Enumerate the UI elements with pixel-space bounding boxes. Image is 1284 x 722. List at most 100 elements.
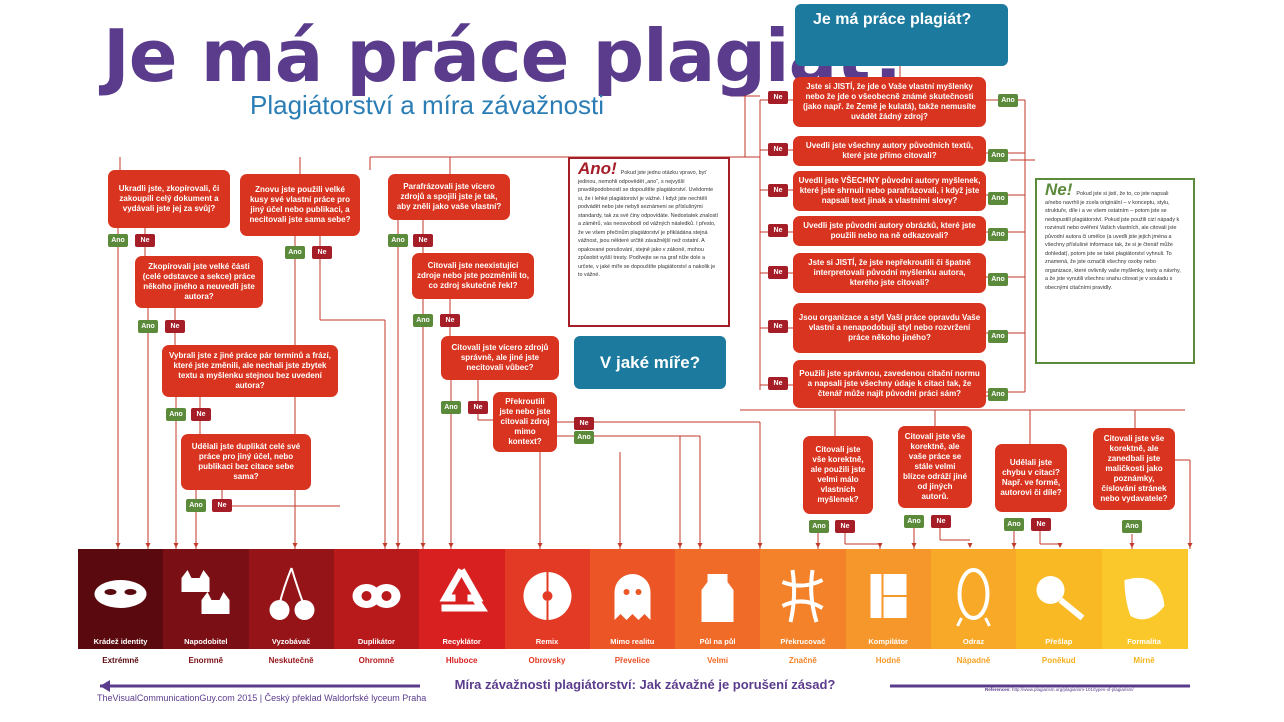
- yes-tag: Ano: [1004, 518, 1024, 531]
- references: References: http://www.plagiarism.org/pl…: [985, 687, 1134, 692]
- question-close-reflection: Citovali jste vše korektně, ale vaše prá…: [898, 426, 972, 508]
- no-tag: Ne: [835, 520, 855, 533]
- severity-level: Převelice: [614, 656, 650, 665]
- severity-level: Hluboce: [445, 656, 478, 665]
- question-citation-error: Udělali jste chybu v citaci? Např. ve fo…: [995, 444, 1067, 512]
- category-name: Mimo realitu: [610, 637, 655, 646]
- question-paraphrase-authors: Uvedli jste VŠECHNY původní autory myšle…: [793, 171, 986, 211]
- severity-level: Obrovsky: [528, 656, 566, 665]
- no-tag: Ne: [413, 234, 433, 247]
- severity-level: Velmi: [707, 656, 729, 665]
- yes-tag: Ano: [388, 234, 408, 247]
- yes-tag: Ano: [441, 401, 461, 414]
- question-phrases: Vybrali jste z jiné práce pár termínů a …: [162, 345, 338, 397]
- yes-tag: Ano: [166, 408, 186, 421]
- ano-panel-heading: Ano!: [578, 159, 617, 178]
- magnifier-icon: [1036, 576, 1085, 621]
- severity-column: [931, 549, 1018, 649]
- no-tag: Ne: [768, 184, 788, 197]
- mirror-icon: [956, 568, 991, 627]
- severity-level: Neskutečně: [268, 656, 314, 665]
- yes-tag: Ano: [988, 149, 1008, 162]
- ano-panel-text: Pokud jste jednu otázku vpravo, byť jedi…: [578, 170, 719, 278]
- question-direct-quotes: Uvedli jste všechny autory původních tex…: [793, 136, 986, 166]
- category-name: Kompilátor: [868, 637, 908, 646]
- no-tag: Ne: [165, 320, 185, 333]
- footer-credit: TheVisualCommunicationGuy.com 2015 | Čes…: [97, 693, 427, 703]
- category-name: Remix: [535, 637, 559, 646]
- ne-panel-heading: Ne!: [1045, 180, 1073, 199]
- no-tag: Ne: [1031, 518, 1051, 531]
- no-tag: Ne: [768, 91, 788, 104]
- no-tag: Ne: [931, 515, 951, 528]
- no-tag: Ne: [191, 408, 211, 421]
- category-name: Překrucovač: [780, 637, 826, 646]
- severity-column: [760, 549, 847, 649]
- ne-panel: Ne!Pokud jste si jistí, že to, co jste n…: [1035, 178, 1195, 364]
- references-url: http://www.plagiarism.org/plagiarism-101…: [1012, 687, 1134, 692]
- ne-panel-text: Pokud jste si jistí, že to, co jste naps…: [1045, 191, 1181, 291]
- category-name: Krádež identity: [93, 637, 148, 646]
- category-name: Přešlap: [1045, 637, 1073, 646]
- mask-icon: [94, 580, 147, 608]
- yes-tag: Ano: [285, 246, 305, 259]
- yes-tag: Ano: [413, 314, 433, 327]
- category-name: Vyzobávač: [271, 637, 311, 646]
- yes-tag: Ano: [1122, 520, 1142, 533]
- severity-column: [419, 549, 506, 649]
- yes-tag: Ano: [108, 234, 128, 247]
- yes-tag: Ano: [988, 273, 1008, 286]
- question-citation-norm: Použili jste správnou, zavedenou citační…: [793, 360, 986, 408]
- severity-level: Mírně: [1133, 656, 1155, 665]
- category-name: Duplikátor: [357, 637, 395, 646]
- category-name: Napodobitel: [184, 637, 228, 646]
- references-label: References:: [985, 687, 1011, 692]
- category-name: Formalita: [1127, 637, 1161, 646]
- cats-icon: [181, 570, 230, 614]
- yes-tag: Ano: [988, 330, 1008, 343]
- question-organization-style: Jsou organizace a styl Vaší práce opravd…: [793, 303, 986, 353]
- yes-tag: Ano: [138, 320, 158, 333]
- question-image-authors: Uvedli jste původní autory obrázků, kter…: [793, 216, 986, 246]
- severity-level: Značně: [788, 656, 817, 665]
- duplicate-icon: [352, 584, 401, 608]
- no-tag: Ne: [768, 320, 788, 333]
- yes-tag: Ano: [988, 192, 1008, 205]
- severity-level: Nápadně: [956, 656, 991, 665]
- yes-tag: Ano: [904, 515, 924, 528]
- cherries-icon: [269, 567, 315, 620]
- no-tag: Ne: [440, 314, 460, 327]
- yes-tag: Ano: [186, 499, 206, 512]
- grid-icon: [870, 574, 907, 618]
- category-name: Recyklátor: [442, 637, 481, 646]
- question-few-own-ideas: Citovali jste vše korektně, ale použili …: [803, 436, 873, 514]
- severity-level: Hodně: [875, 656, 901, 665]
- disc-icon: [523, 572, 571, 620]
- no-tag: Ne: [312, 246, 332, 259]
- no-tag: Ne: [768, 266, 788, 279]
- question-reuse-own-work: Znovu jste použili velké kusy své vlastn…: [240, 174, 360, 236]
- severity-level: Extrémně: [102, 656, 139, 665]
- question-nonexistent-sources: Citovali jste neexistující zdroje nebo j…: [412, 253, 534, 299]
- question-out-of-context: Překroutili jste nebo jste citovali zdro…: [493, 392, 557, 452]
- no-tag: Ne: [468, 401, 488, 414]
- no-tag: Ne: [768, 377, 788, 390]
- question-paraphrase-sources: Parafrázovali jste vícero zdrojů a spoji…: [388, 174, 510, 220]
- question-stolen-document: Ukradli jste, zkopírovali, či zakoupili …: [108, 170, 230, 228]
- yes-tag: Ano: [998, 94, 1018, 107]
- no-tag: Ne: [768, 143, 788, 156]
- yes-tag: Ano: [574, 431, 594, 444]
- page-title: Je má práce plagiát?: [103, 14, 911, 98]
- start-box: Je má práce plagiát?: [795, 4, 1008, 66]
- ano-panel: Ano!Pokud jste jednu otázku vpravo, byť …: [568, 157, 730, 327]
- yes-tag: Ano: [988, 228, 1008, 241]
- question-misinterpretation: Jste si JISTÍ, že jste nepřekroutili či …: [793, 253, 986, 293]
- category-name: Půl na půl: [699, 637, 736, 646]
- severity-column: [248, 549, 335, 649]
- yes-tag: Ano: [988, 388, 1008, 401]
- page-subtitle: Plagiátorství a míra závažnosti: [250, 90, 605, 120]
- no-tag: Ne: [212, 499, 232, 512]
- no-tag: Ne: [574, 417, 594, 430]
- severity-caption: Míra závažnosti plagiátorství: Jak závaž…: [454, 677, 836, 692]
